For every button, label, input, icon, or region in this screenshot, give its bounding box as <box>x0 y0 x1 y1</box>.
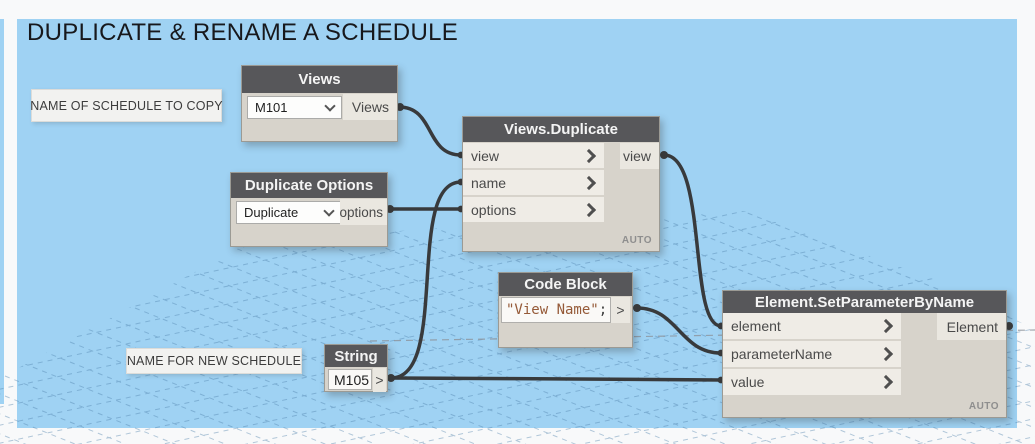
node-header[interactable]: Code Block <box>499 273 632 296</box>
lacing-label[interactable]: AUTO <box>621 235 652 246</box>
node-views[interactable]: Views M101 Views <box>241 65 398 142</box>
group-fragment-left[interactable] <box>0 19 4 404</box>
output-port-string[interactable]: > <box>373 368 386 392</box>
node-code-block[interactable]: Code Block "View Name"; > <box>498 272 633 348</box>
port-label: parameterName <box>731 346 833 362</box>
output-port-options[interactable]: options <box>339 199 387 225</box>
node-set-parameter-by-name[interactable]: Element.SetParameterByName element param… <box>722 290 1007 418</box>
port-label: > <box>375 372 384 388</box>
input-port-parametername[interactable]: parameterName <box>723 341 901 368</box>
string-input[interactable]: M105 <box>328 369 372 390</box>
chevron-down-icon <box>323 205 335 217</box>
input-port-view[interactable]: view <box>463 143 604 169</box>
dropdown-value: Duplicate <box>244 205 299 220</box>
code-string-literal: "View Name" <box>506 302 599 318</box>
note-schedule-to-copy[interactable]: NAME OF SCHEDULE TO COPY <box>30 89 223 122</box>
chevron-right-icon <box>878 318 894 334</box>
code-terminator: ; <box>598 302 608 318</box>
node-header[interactable]: Views <box>242 66 397 93</box>
node-string[interactable]: String M105 > <box>324 344 388 392</box>
node-header[interactable]: Element.SetParameterByName <box>723 291 1006 313</box>
input-port-element[interactable]: element <box>723 313 901 340</box>
views-dropdown[interactable]: M101 <box>247 96 342 119</box>
input-port-name[interactable]: name <box>463 170 604 196</box>
chevron-right-icon <box>878 374 894 390</box>
chevron-right-icon <box>878 346 894 362</box>
port-label: options <box>471 201 517 218</box>
port-label: view <box>622 148 651 164</box>
node-header[interactable]: Duplicate Options <box>231 173 387 198</box>
port-label: Views <box>351 99 389 115</box>
output-port-codeblock[interactable]: > <box>611 297 630 323</box>
duplicate-options-dropdown[interactable]: Duplicate <box>236 201 341 224</box>
dropdown-value: M101 <box>255 100 288 115</box>
chevron-right-icon <box>581 148 597 163</box>
port-label: options <box>339 204 383 220</box>
input-port-options[interactable]: options <box>463 197 604 223</box>
lacing-label[interactable]: AUTO <box>968 401 999 412</box>
node-duplicate-options[interactable]: Duplicate Options Duplicate options <box>230 172 388 247</box>
chevron-right-icon <box>581 175 597 190</box>
chevron-right-icon <box>581 202 597 217</box>
node-header[interactable]: String <box>325 345 387 367</box>
code-block-editor[interactable]: "View Name"; <box>501 297 611 323</box>
chevron-down-icon <box>324 100 336 112</box>
port-label: Element <box>946 318 998 335</box>
note-new-schedule[interactable]: NAME FOR NEW SCHEDULE <box>126 348 302 374</box>
node-views-duplicate[interactable]: Views.Duplicate view name options view A… <box>462 116 660 252</box>
input-port-value[interactable]: value <box>723 369 901 396</box>
port-label: > <box>616 302 625 318</box>
port-label: view <box>471 147 500 164</box>
group-title[interactable]: DUPLICATE & RENAME A SCHEDULE <box>27 19 459 46</box>
node-header[interactable]: Views.Duplicate <box>463 117 659 142</box>
port-label: value <box>731 374 765 390</box>
output-port-view[interactable]: view <box>620 143 659 169</box>
output-port-element[interactable]: Element <box>937 313 1006 340</box>
port-label: name <box>471 174 507 191</box>
output-port-views[interactable]: Views <box>343 94 397 120</box>
port-label: element <box>731 318 781 334</box>
